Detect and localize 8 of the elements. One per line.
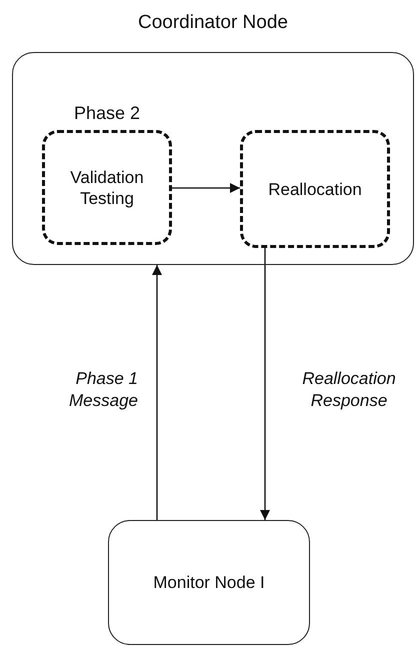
heading: Phase 2 <box>72 103 142 124</box>
arrow <box>152 265 162 520</box>
node-label: Reallocation <box>267 178 363 200</box>
heading: Coordinator Node <box>137 12 289 33</box>
node-label: Validation Testing <box>69 166 145 208</box>
node-label: Monitor Node I <box>152 572 266 593</box>
arrow <box>260 248 270 520</box>
arrow <box>172 183 240 193</box>
